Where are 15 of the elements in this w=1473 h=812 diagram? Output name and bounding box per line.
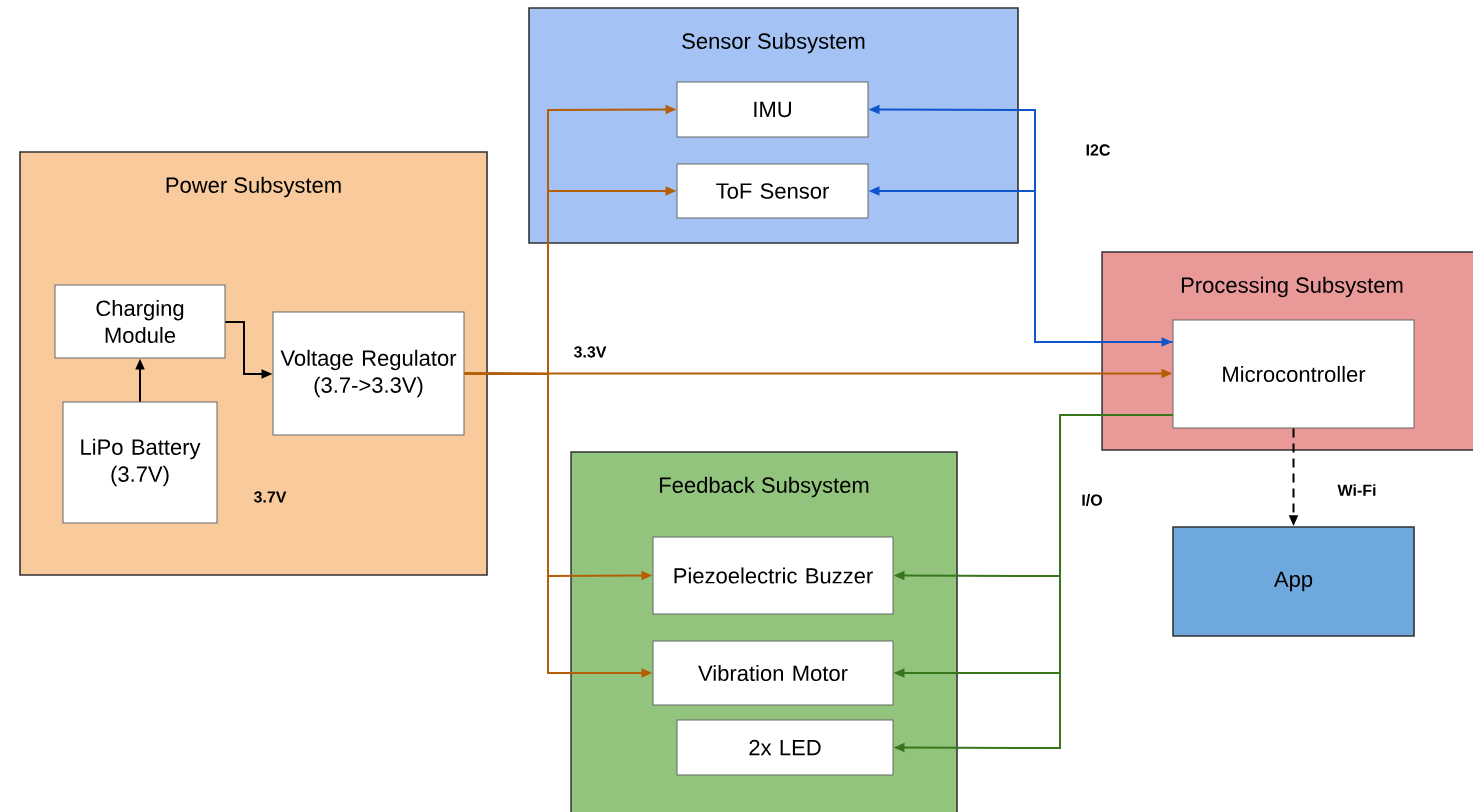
component-box: Piezoelectric Buzzer [652,536,894,615]
edge-label: I/O [1079,492,1105,508]
voltage-label: 3.7V [253,491,287,503]
component-box: LiPo Battery (3.7V) [62,401,218,524]
component-box: 2x LED [676,719,894,776]
component-box: Charging Module [54,284,226,359]
edge-label: Wi-Fi [1335,482,1379,498]
component-box: Microcontroller [1172,319,1415,429]
edge-label: 3.3V [571,344,609,360]
component-box: Vibration Motor [652,640,894,706]
component-box: ToF Sensor [676,163,869,219]
component-box: IMU [676,81,869,138]
app-box: App [1172,526,1415,637]
edge-label: I2C [1083,142,1113,158]
component-box: Voltage Regulator (3.7->3.3V) [272,311,465,436]
